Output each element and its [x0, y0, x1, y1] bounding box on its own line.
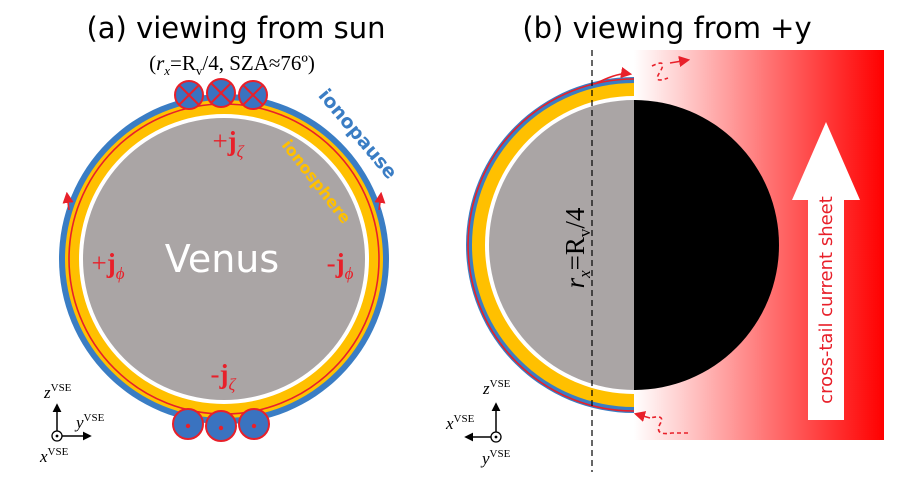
cross-icon	[242, 84, 264, 106]
panel-a: (a) viewing from sun (rx=Rv/4, SZA≈76º) …	[39, 11, 401, 466]
j-phi-minus-label: -jϕ	[327, 248, 354, 283]
into-page-markers	[174, 78, 268, 110]
panel-a-title: (a) viewing from sun	[86, 11, 385, 45]
axes-panel-a: zVSE yVSE xVSE	[39, 382, 105, 466]
current-arrow-top-tail	[669, 55, 691, 67]
venus-disk	[83, 118, 365, 400]
current-curl-bottom	[649, 416, 688, 435]
y-axis-label: yVSE	[480, 448, 511, 468]
current-arrow-bottom	[633, 411, 651, 422]
dot-icon	[218, 425, 224, 431]
j-phi-plus-label: +jϕ	[91, 248, 124, 283]
panel-a-subtitle: (rx=Rv/4, SZA≈76º)	[149, 51, 315, 78]
z-axis-label: zVSE	[43, 382, 72, 402]
y-axis-label: yVSE	[74, 412, 105, 432]
panel-b: (b) viewing from +y rx=Rv/4 cross	[445, 11, 884, 472]
venus-dayside	[489, 100, 634, 390]
x-axis-label: xVSE	[39, 446, 69, 466]
z-axis-label: zVSE	[482, 378, 511, 398]
cross-icon	[210, 82, 232, 104]
current-arrow-right	[374, 191, 386, 211]
out-of-page-markers	[172, 408, 270, 442]
current-arrow-left	[62, 191, 74, 211]
venus-nightside	[634, 100, 779, 390]
rx-label: rx=Rv/4	[560, 207, 594, 288]
current-loop	[467, 78, 634, 412]
panel-b-title: (b) viewing from +y	[522, 11, 811, 45]
j-zeta-plus-label: +jζ	[212, 126, 244, 161]
axes-panel-b: zVSE xVSE yVSE	[445, 378, 511, 468]
venus-label: Venus	[165, 237, 279, 281]
current-loop-left	[68, 103, 225, 415]
current-sheet-arrow	[792, 122, 860, 420]
current-sheet-label: cross-tail current sheet	[816, 196, 837, 404]
j-zeta-minus-label: -jζ	[211, 359, 237, 394]
x-axis-label: xVSE	[445, 413, 475, 433]
dot-icon	[185, 423, 191, 429]
dot-icon	[251, 423, 257, 429]
current-arrow-top	[594, 67, 633, 85]
current-loop-right	[223, 103, 380, 415]
current-curl-top	[651, 62, 669, 81]
cross-icon	[178, 84, 200, 106]
